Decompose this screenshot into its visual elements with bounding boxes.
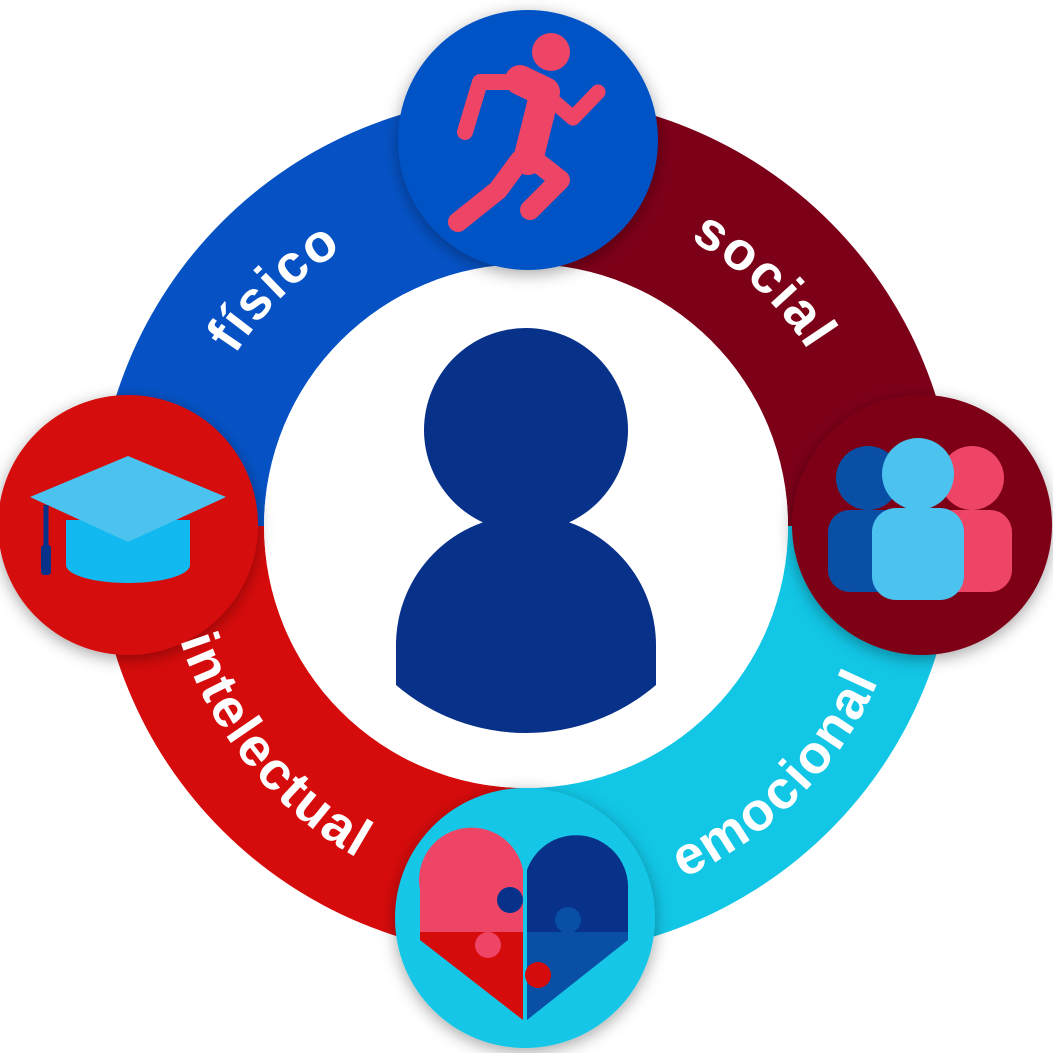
group-people-icon [828,438,1012,600]
graduation-cap-icon [30,456,226,583]
runner-icon [448,33,606,232]
person-icon [396,328,656,734]
puzzle-heart-icon [419,827,629,1020]
